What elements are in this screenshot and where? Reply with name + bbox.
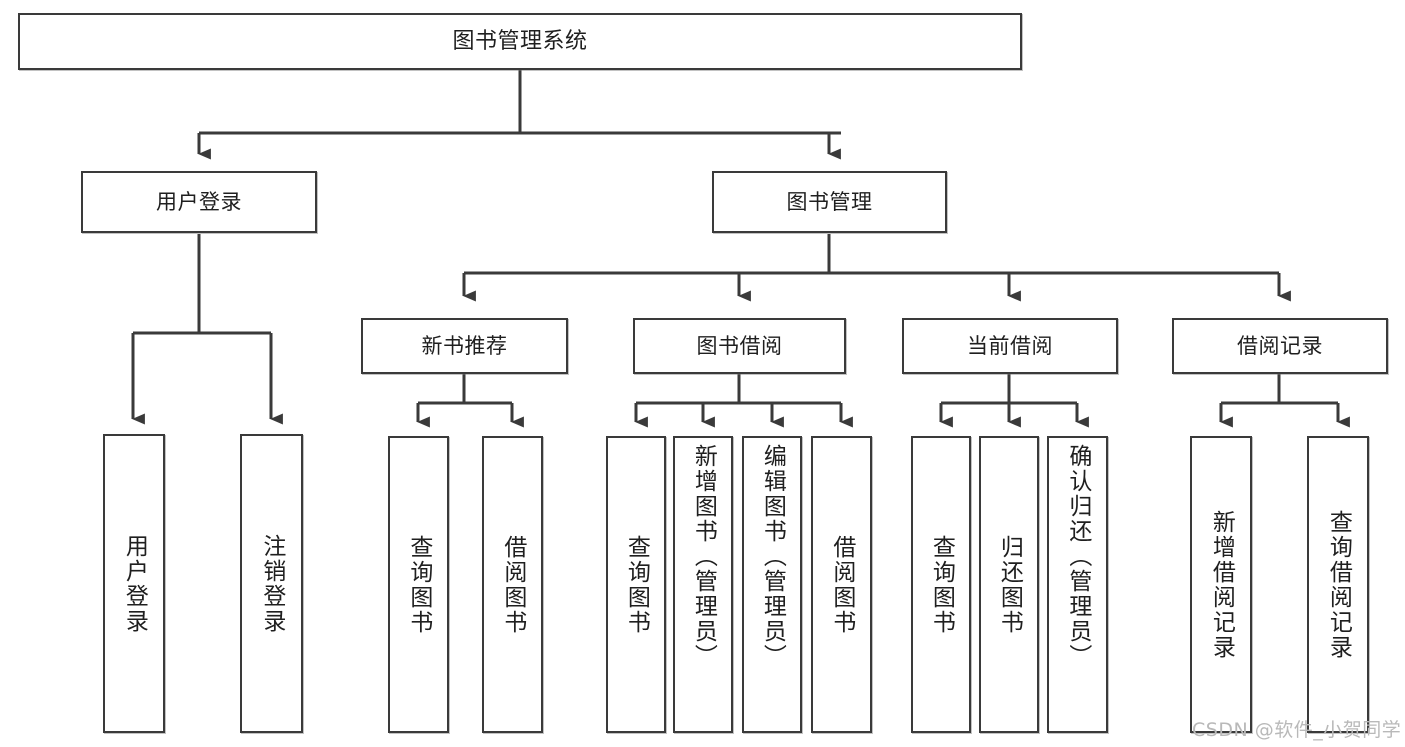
- leaf-node-user-login[interactable]: 用户登录: [103, 434, 165, 733]
- node-label: 当前借阅: [967, 333, 1053, 358]
- node-label: 编辑图书（管理员）: [759, 444, 786, 669]
- csdn-watermark: CSDN @软件_小贺同学: [1192, 719, 1402, 741]
- leaf-node-logout[interactable]: 注销登录: [240, 434, 303, 733]
- leaf-node-query-book-new-rec[interactable]: 查询图书: [388, 436, 449, 733]
- leaf-node-return-book[interactable]: 归还图书: [979, 436, 1039, 733]
- leaf-node-add-book-admin[interactable]: 新增图书（管理员）: [673, 436, 733, 733]
- leaf-node-confirm-return-admin[interactable]: 确认归还（管理员）: [1047, 436, 1108, 733]
- node-label: 用户登录: [121, 533, 148, 634]
- leaf-node-borrow-book-new-rec[interactable]: 借阅图书: [482, 436, 543, 733]
- node-label: 查询图书: [928, 534, 955, 635]
- node-label: 新增图书（管理员）: [690, 444, 717, 669]
- node-user-login[interactable]: 用户登录: [81, 171, 317, 233]
- node-label: 查询图书: [623, 534, 650, 635]
- node-label: 确认归还（管理员）: [1064, 444, 1091, 669]
- node-label: 图书管理系统: [452, 28, 588, 54]
- leaf-node-edit-book-admin[interactable]: 编辑图书（管理员）: [742, 436, 802, 733]
- node-label: 注销登录: [258, 533, 285, 634]
- node-label: 图书管理: [786, 189, 873, 214]
- node-root-book-management-system[interactable]: 图书管理系统: [18, 13, 1022, 70]
- node-label: 借阅图书: [499, 534, 526, 635]
- node-label: 查询图书: [405, 534, 432, 635]
- leaf-node-add-borrow-record[interactable]: 新增借阅记录: [1190, 436, 1252, 733]
- node-label: 新书推荐: [421, 333, 508, 358]
- leaf-node-query-book-current[interactable]: 查询图书: [911, 436, 971, 733]
- node-book-borrow[interactable]: 图书借阅: [633, 318, 846, 374]
- node-label: 图书借阅: [696, 333, 783, 358]
- node-borrow-record[interactable]: 借阅记录: [1172, 318, 1388, 374]
- node-label: 查询借阅记录: [1325, 509, 1352, 660]
- node-current-borrow[interactable]: 当前借阅: [902, 318, 1118, 374]
- node-label: 借阅记录: [1237, 333, 1323, 358]
- leaf-node-borrow-book-borrow[interactable]: 借阅图书: [811, 436, 872, 733]
- leaf-node-query-borrow-record[interactable]: 查询借阅记录: [1307, 436, 1369, 733]
- node-label: 借阅图书: [828, 534, 855, 635]
- node-label: 用户登录: [156, 189, 242, 214]
- node-book-management[interactable]: 图书管理: [712, 171, 947, 233]
- node-label: 新增借阅记录: [1208, 509, 1235, 660]
- node-label: 归还图书: [996, 534, 1023, 635]
- node-new-book-recommendation[interactable]: 新书推荐: [361, 318, 568, 374]
- leaf-node-query-book-borrow[interactable]: 查询图书: [606, 436, 666, 733]
